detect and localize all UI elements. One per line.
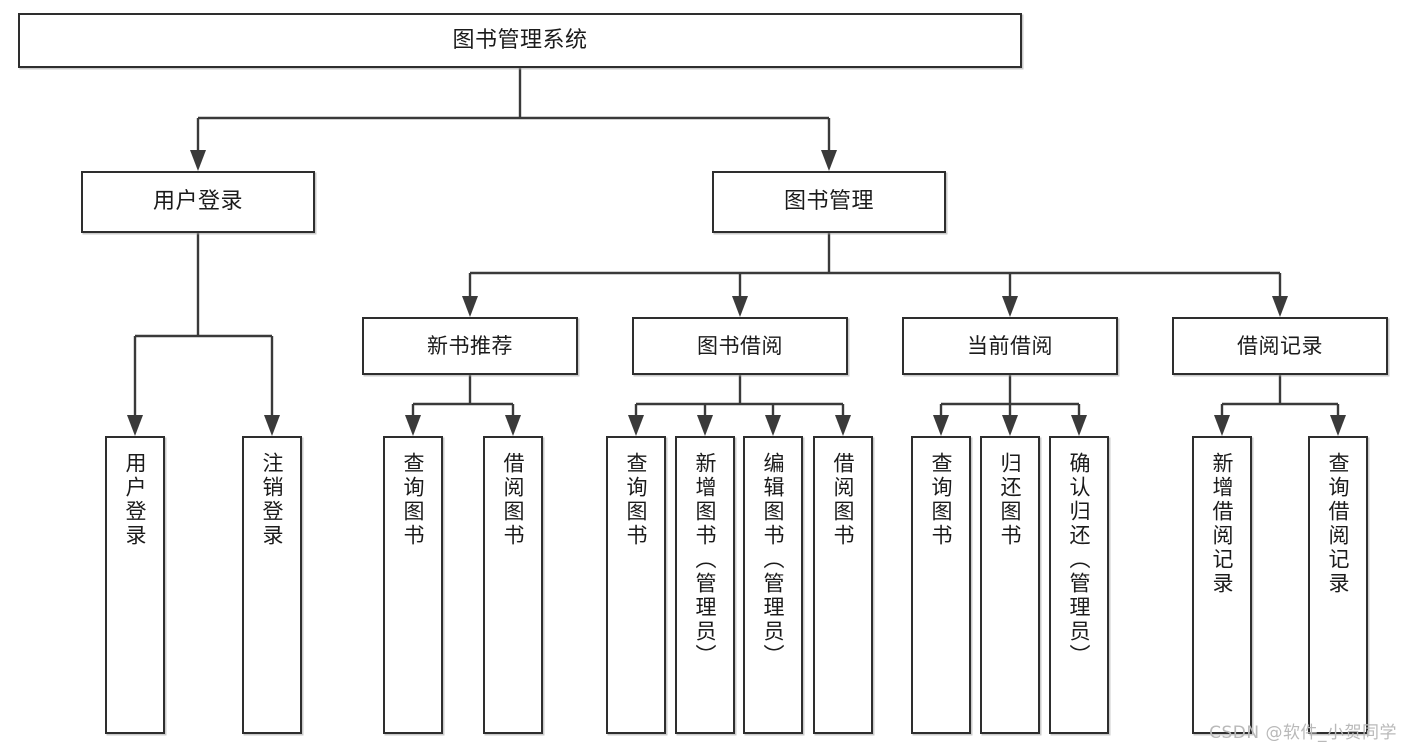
- node-label: 确认归还（管理员）: [1067, 452, 1092, 668]
- node-book-borrow[interactable]: 图书借阅: [632, 317, 848, 375]
- node-book-manage[interactable]: 图书管理: [712, 171, 946, 233]
- node-label: 当前借阅: [967, 333, 1053, 358]
- node-leaf-query-book-current[interactable]: 查询图书: [911, 436, 971, 734]
- node-leaf-add-book-admin[interactable]: 新增图书（管理员）: [675, 436, 735, 734]
- node-leaf-borrow-book[interactable]: 借阅图书: [813, 436, 873, 734]
- connector-root-trunk: [190, 68, 837, 171]
- node-label: 查询图书: [624, 452, 649, 548]
- connector-borrow-record-children: [1214, 375, 1346, 436]
- node-borrow-record[interactable]: 借阅记录: [1172, 317, 1388, 375]
- node-leaf-borrow-book-new[interactable]: 借阅图书: [483, 436, 543, 734]
- node-label: 借阅图书: [501, 452, 526, 548]
- node-leaf-user-login[interactable]: 用户登录: [105, 436, 165, 734]
- node-leaf-query-borrow-record[interactable]: 查询借阅记录: [1308, 436, 1368, 734]
- connector-current-borrow-children: [933, 375, 1087, 436]
- node-leaf-add-borrow-record[interactable]: 新增借阅记录: [1192, 436, 1252, 734]
- node-leaf-return-book[interactable]: 归还图书: [980, 436, 1040, 734]
- node-leaf-logout[interactable]: 注销登录: [242, 436, 302, 734]
- node-label: 注销登录: [260, 452, 285, 548]
- node-label: 图书管理: [783, 189, 874, 215]
- node-label: 查询借阅记录: [1326, 452, 1351, 596]
- node-user-login[interactable]: 用户登录: [81, 171, 315, 233]
- node-label: 查询图书: [929, 452, 954, 548]
- node-label: 新书推荐: [427, 333, 513, 358]
- node-leaf-query-book-new[interactable]: 查询图书: [383, 436, 443, 734]
- connector-book-manage-children: [462, 233, 1288, 317]
- node-label: 图书管理系统: [452, 27, 588, 53]
- node-root-system[interactable]: 图书管理系统: [18, 13, 1022, 68]
- connector-user-login-children: [127, 233, 280, 436]
- node-label: 新增借阅记录: [1210, 452, 1235, 596]
- node-current-borrow[interactable]: 当前借阅: [902, 317, 1118, 375]
- node-label: 用户登录: [123, 452, 148, 548]
- node-label: 借阅记录: [1237, 333, 1323, 358]
- node-leaf-edit-book-admin[interactable]: 编辑图书（管理员）: [743, 436, 803, 734]
- node-label: 编辑图书（管理员）: [761, 452, 786, 668]
- node-label: 查询图书: [401, 452, 426, 548]
- node-label: 用户登录: [152, 189, 243, 215]
- connector-borrow-book-children: [628, 375, 851, 436]
- connector-new-book-children: [405, 375, 521, 436]
- node-label: 归还图书: [998, 452, 1023, 548]
- node-label: 借阅图书: [831, 452, 856, 548]
- node-label: 新增图书（管理员）: [693, 452, 718, 668]
- node-new-book-recommend[interactable]: 新书推荐: [362, 317, 578, 375]
- watermark-text: CSDN @软件_小贺同学: [1209, 723, 1397, 743]
- node-leaf-query-book-borrow[interactable]: 查询图书: [606, 436, 666, 734]
- node-label: 图书借阅: [697, 333, 783, 358]
- node-leaf-confirm-return-admin[interactable]: 确认归还（管理员）: [1049, 436, 1109, 734]
